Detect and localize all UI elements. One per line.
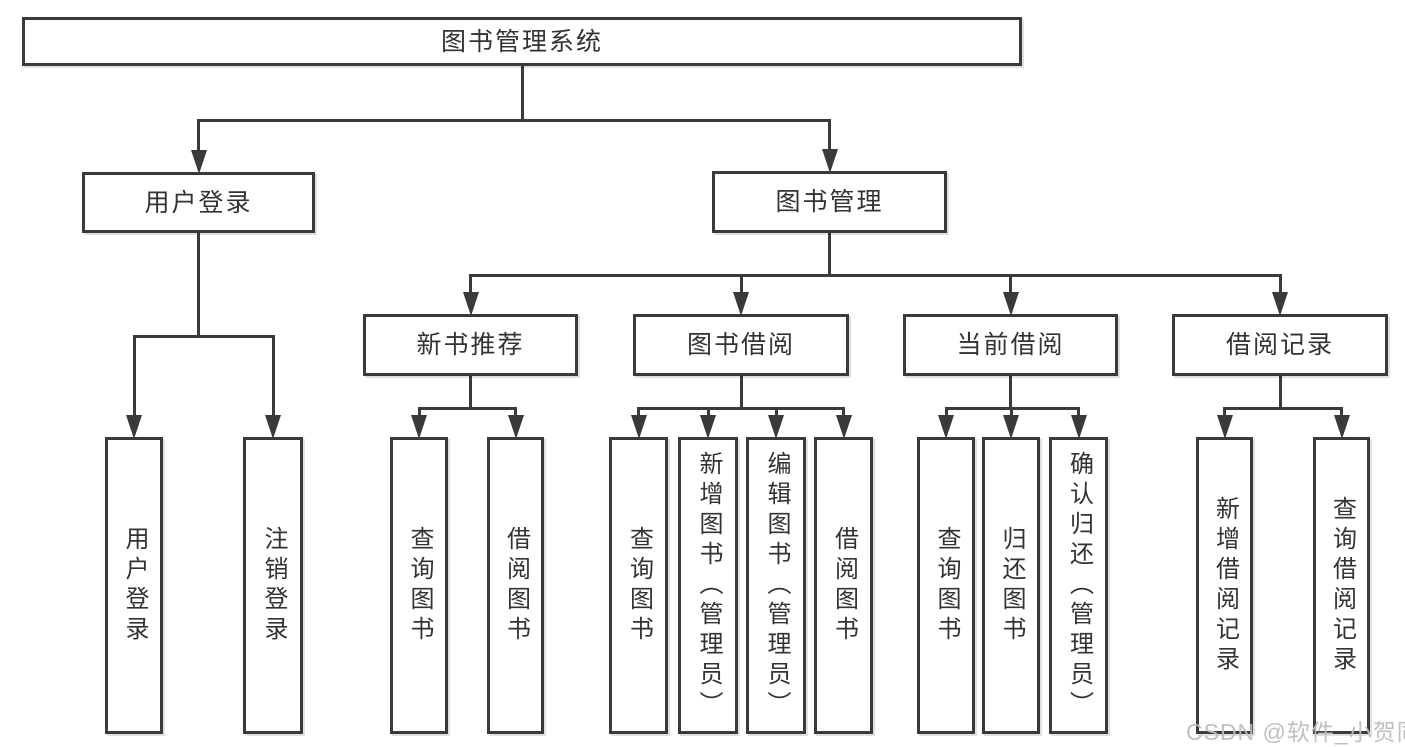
arrowhead-down-icon [1216,415,1233,439]
node-new-book-recommend: 新书推荐 [363,314,578,376]
arrowhead-down-icon [265,415,281,439]
connector-line [1278,376,1282,410]
node-label: 当前借阅 [956,331,1065,359]
node-label: 用户登录 [144,188,253,217]
node-label: 注销登录 [260,525,287,646]
node-br-query-record: 查询借阅记录 [1313,437,1370,734]
arrowhead-down-icon [1002,292,1019,316]
connector-line [828,233,831,277]
node-borrow-records: 借阅记录 [1172,314,1388,376]
node-login: 用户登录 [105,437,163,734]
node-root: 图书管理系统 [22,17,1022,66]
connector-line [197,119,831,122]
arrowhead-down-icon [411,415,427,439]
connector-line [132,335,136,419]
connector-line [197,233,200,338]
node-label: 查询图书 [625,525,653,646]
connector-line [132,335,275,338]
connector-line [828,119,831,153]
connector-line [1077,407,1080,419]
connector-line [1223,407,1226,419]
node-label: 新增图书（管理员） [695,450,722,721]
connector-line [637,407,845,410]
node-bb-borrow-books: 借阅图书 [814,437,873,734]
arrowhead-down-icon [1070,415,1087,439]
connector-line [197,119,200,154]
node-label: 编辑图书（管理员） [763,450,790,721]
node-label: 借阅图书 [830,525,858,646]
arrowhead-down-icon [630,415,647,439]
node-label: 用户登录 [121,525,148,646]
connector-line [417,407,517,410]
node-nbr-borrow-books: 借阅图书 [487,437,544,734]
node-bb-edit-books: 编辑图书（管理员） [746,437,806,734]
node-label: 归还图书 [998,525,1025,646]
connector-line [739,376,743,410]
arrowhead-down-icon [733,292,749,316]
connector-line [417,407,421,419]
node-nbr-query-books: 查询图书 [390,437,448,734]
watermark: CSDN @软件_小贺同学 [1186,719,1405,745]
connector-line [469,274,472,296]
node-br-add-record: 新增借阅记录 [1196,437,1253,734]
connector-line [469,274,1282,277]
arrowhead-down-icon [1272,292,1288,316]
node-label: 新增借阅记录 [1211,495,1239,676]
arrowhead-down-icon [190,150,207,174]
arrowhead-down-icon [768,415,784,439]
node-label: 查询借阅记录 [1328,495,1356,676]
connector-line [1223,407,1343,410]
arrowhead-down-icon [1333,415,1350,439]
node-label: 借阅记录 [1225,331,1334,359]
connector-line [514,407,517,419]
connector-line [1340,407,1343,419]
node-book-management: 图书管理 [712,171,947,233]
node-label: 查询图书 [406,525,433,646]
connector-line [842,407,845,419]
node-label: 借阅图书 [502,525,530,646]
arrowhead-down-icon [835,415,852,439]
node-label: 图书管理系统 [440,27,603,56]
node-label: 查询图书 [933,525,960,646]
connector-line [469,376,472,410]
node-book-borrow: 图书借阅 [633,314,849,376]
node-user-login: 用户登录 [82,172,315,233]
node-bb-add-books: 新增图书（管理员） [678,437,738,734]
arrowhead-down-icon [700,415,716,439]
node-logout: 注销登录 [243,437,303,734]
node-label: 图书管理 [775,188,884,216]
connector-line [774,407,778,419]
arrowhead-down-icon [1003,415,1019,439]
node-cb-return-books: 归还图书 [982,437,1040,734]
node-cb-confirm-return: 确认归还（管理员） [1049,437,1108,734]
node-label: 图书借阅 [686,331,795,359]
connector-line [1009,376,1012,410]
node-label: 新书推荐 [416,331,525,359]
connector-line [944,407,948,419]
node-bb-query-books: 查询图书 [609,437,668,734]
connector-line [739,274,743,296]
connector-line [1009,407,1013,419]
arrowhead-down-icon [462,292,479,316]
arrowhead-down-icon [507,415,524,439]
node-current-borrow: 当前借阅 [903,314,1118,376]
connector-line [1009,274,1012,296]
arrowhead-down-icon [126,415,142,439]
node-cb-query-books: 查询图书 [917,437,975,734]
connector-line [1278,274,1282,296]
connector-line [271,335,275,419]
node-label: 确认归还（管理员） [1065,450,1093,721]
connector-line [520,66,524,122]
arrowhead-down-icon [938,415,954,439]
arrowhead-down-icon [821,149,838,173]
connector-line [706,407,710,419]
connector-line [637,407,640,419]
